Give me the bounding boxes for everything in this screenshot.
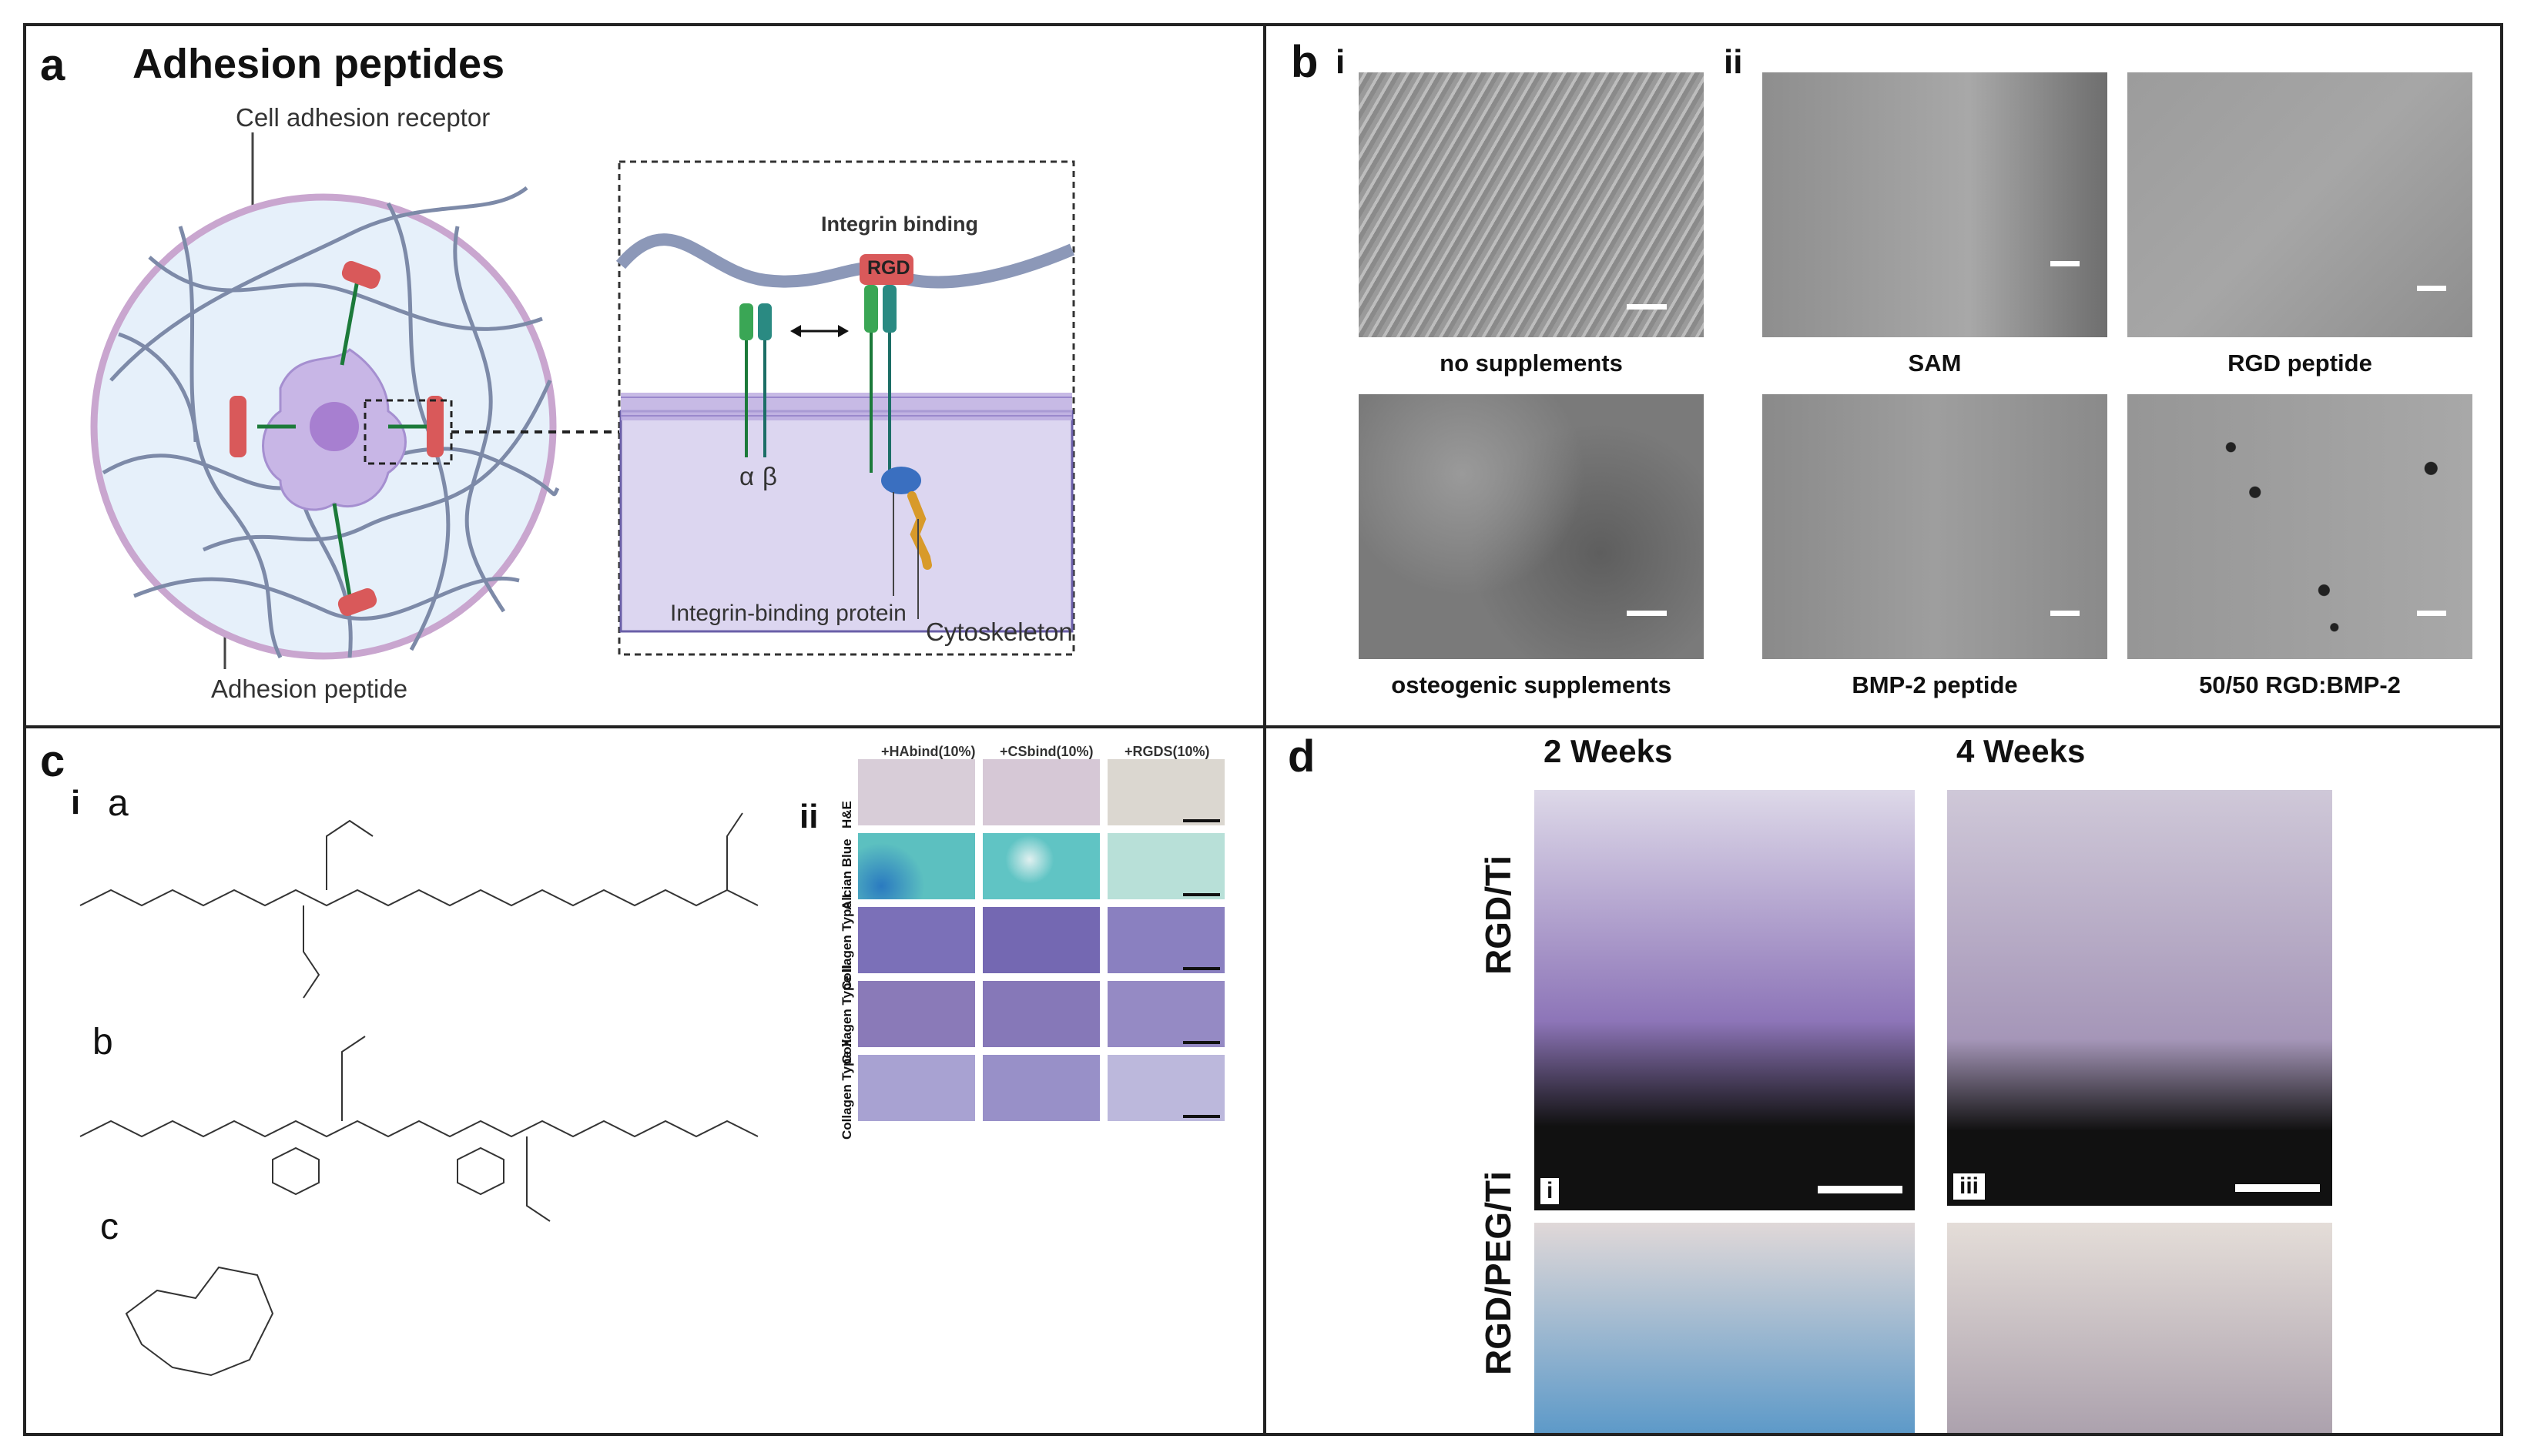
sublabel-b-i: i bbox=[1336, 43, 1346, 81]
caption-bmp2-peptide: BMP-2 peptide bbox=[1852, 671, 2018, 698]
histology-col1-habind bbox=[858, 907, 975, 973]
histology-alcian-rgds bbox=[1108, 833, 1225, 899]
column-header-4-weeks: 4 Weeks bbox=[1956, 733, 2086, 769]
panel-a: a Adhesion peptides Cell adhesion recept… bbox=[26, 26, 1263, 725]
scale-bar bbox=[1627, 611, 1667, 616]
scale-bar bbox=[2417, 611, 2446, 616]
histology-colx-csbind bbox=[983, 1055, 1100, 1121]
caption-no-supplements: no supplements bbox=[1440, 350, 1623, 377]
scale-bar bbox=[1183, 1115, 1220, 1118]
histology-rgd-ti-4wk: iii bbox=[1947, 790, 2332, 1206]
label-beta: β bbox=[763, 462, 777, 490]
sublabel-d-iii: iii bbox=[1953, 1173, 1986, 1200]
sublabel-c-ii: ii bbox=[799, 798, 819, 835]
caption-sam: SAM bbox=[1908, 350, 1962, 377]
histology-alcian-csbind bbox=[983, 833, 1100, 899]
histology-col2-rgds bbox=[1108, 981, 1225, 1047]
label-alpha: α bbox=[739, 462, 755, 490]
scale-bar bbox=[2050, 261, 2080, 266]
histology-he-csbind bbox=[983, 759, 1100, 825]
histology-col2-csbind bbox=[983, 981, 1100, 1047]
sublabel-c-i: i bbox=[71, 784, 81, 822]
scale-bar bbox=[1183, 893, 1220, 896]
micrograph-osteogenic-supplements bbox=[1359, 394, 1704, 659]
row-label-collagen-x: Collagen Type X bbox=[840, 1039, 854, 1140]
label-adhesion-peptide: Adhesion peptide bbox=[211, 674, 408, 703]
scale-bar bbox=[2050, 611, 2080, 616]
histology-colx-habind bbox=[858, 1055, 975, 1121]
histology-col1-rgds bbox=[1108, 907, 1225, 973]
hydrogel-diagram bbox=[90, 132, 1075, 669]
label-rgd: RGD bbox=[867, 257, 910, 279]
peptide-structures bbox=[79, 812, 759, 1377]
panel-a-title: Adhesion peptides bbox=[132, 41, 505, 87]
label-integrin-binding: Integrin binding bbox=[821, 213, 978, 236]
row-label-rgd-peg-ti: RGD/PEG/Ti bbox=[1478, 1171, 1518, 1375]
column-header-csbind: +CSbind(10%) bbox=[1000, 744, 1094, 759]
column-header-habind: +HAbind(10%) bbox=[881, 744, 976, 759]
histology-colx-rgds bbox=[1108, 1055, 1225, 1121]
column-header-rgds: +RGDS(10%) bbox=[1125, 744, 1210, 759]
scale-bar bbox=[1818, 1186, 1902, 1193]
row-label-he: H&E bbox=[840, 801, 854, 828]
structure-label-a: a bbox=[108, 783, 129, 824]
row-label-rgd-ti: RGD/Ti bbox=[1478, 855, 1518, 975]
histology-col1-csbind bbox=[983, 907, 1100, 973]
histology-rgd-peg-ti-2wk: ii bbox=[1534, 1223, 1915, 1433]
caption-rgd-peptide: RGD peptide bbox=[2227, 350, 2372, 377]
label-integrin-binding-protein: Integrin-binding protein bbox=[670, 601, 907, 626]
panel-label-a: a bbox=[40, 40, 65, 90]
panel-label-d: d bbox=[1288, 731, 1316, 782]
scale-bar bbox=[1183, 967, 1220, 970]
panel-label-c: c bbox=[40, 736, 65, 786]
scale-bar bbox=[2235, 1184, 2320, 1192]
scale-bar bbox=[2417, 286, 2446, 291]
micrograph-bmp2-peptide bbox=[1762, 394, 2107, 659]
label-cell-adhesion-receptor: Cell adhesion receptor bbox=[236, 103, 491, 132]
micrograph-50-50-rgd-bmp2 bbox=[2127, 394, 2472, 659]
histology-he-habind bbox=[858, 759, 975, 825]
micrograph-sam bbox=[1762, 72, 2107, 337]
panel-label-b: b bbox=[1291, 37, 1319, 87]
caption-osteogenic-supplements: osteogenic supplements bbox=[1391, 671, 1671, 698]
scale-bar bbox=[1183, 819, 1220, 822]
divider-vertical bbox=[1263, 23, 1266, 1436]
micrograph-no-supplements bbox=[1359, 72, 1704, 337]
sublabel-b-ii: ii bbox=[1724, 43, 1743, 81]
label-cytoskeleton: Cytoskeleton bbox=[926, 618, 1073, 646]
structure-label-c: c bbox=[100, 1207, 119, 1247]
histology-rgd-ti-2wk: i bbox=[1534, 790, 1915, 1210]
structure-label-b: b bbox=[92, 1022, 113, 1063]
micrograph-rgd-peptide bbox=[2127, 72, 2472, 337]
panel-d: d 2 Weeks 4 Weeks RGD/Ti RGD/PEG/Ti i ii… bbox=[1266, 728, 2503, 1433]
scale-bar bbox=[1183, 1041, 1220, 1044]
histology-alcian-habind bbox=[858, 833, 975, 899]
scale-bar bbox=[1627, 304, 1667, 310]
caption-50-50-rgd-bmp2: 50/50 RGD:BMP-2 bbox=[2199, 671, 2401, 698]
panel-c: c i a b c ii +HAbind(10%) +CSbind(10%) +… bbox=[26, 728, 1263, 1433]
histology-he-rgds bbox=[1108, 759, 1225, 825]
histology-rgd-peg-ti-4wk: iv bbox=[1947, 1223, 2332, 1433]
column-header-2-weeks: 2 Weeks bbox=[1544, 733, 1673, 769]
histology-col2-habind bbox=[858, 981, 975, 1047]
panel-b: b i ii no supplements SAM RGD peptide os… bbox=[1266, 26, 2503, 725]
sublabel-d-i: i bbox=[1540, 1178, 1560, 1204]
divider-horizontal bbox=[23, 725, 2503, 728]
